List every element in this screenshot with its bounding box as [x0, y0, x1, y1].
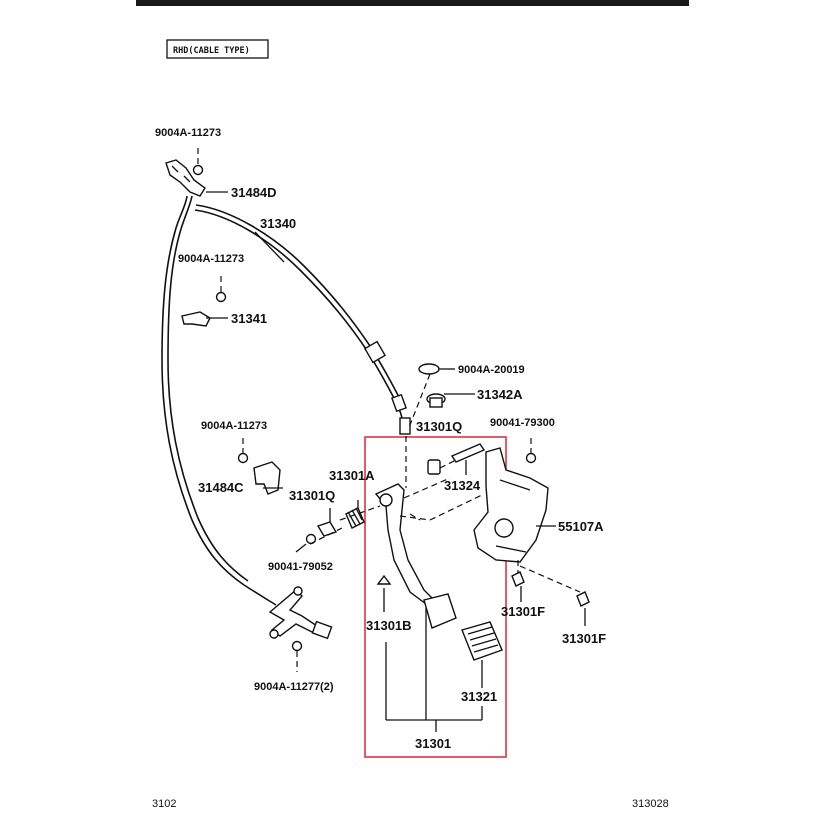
header-tag-text: RHD(CABLE TYPE) — [173, 46, 250, 56]
callout-31342a: 31342A — [477, 387, 523, 402]
footer-right-code: 313028 — [632, 798, 669, 810]
footer-left-code: 3102 — [152, 798, 176, 810]
callout-31341: 31341 — [231, 311, 267, 326]
callout-90041-79300: 90041-79300 — [490, 417, 555, 429]
callout-9004a-11273-left: 9004A-11273 — [201, 420, 267, 432]
bolt-icon — [291, 640, 303, 672]
callout-9004a-20019: 9004A-20019 — [458, 364, 525, 376]
callout-31301q-left: 31301Q — [289, 488, 335, 503]
nut-icon — [525, 438, 537, 464]
callout-90041-79052: 90041-79052 — [268, 561, 333, 573]
callout-31340: 31340 — [260, 216, 296, 231]
bolt-icon — [215, 276, 227, 303]
top-bar — [136, 0, 689, 6]
clutch-pedal — [316, 443, 503, 661]
callout-31301f-a: 31301F — [501, 604, 545, 619]
pedal-bracket-55107a — [473, 447, 549, 563]
callout-31301a: 31301A — [329, 468, 375, 483]
callout-9004a-11273-mid: 9004A-11273 — [178, 253, 244, 265]
callout-31324: 31324 — [444, 478, 481, 493]
callout-55107a: 55107A — [558, 519, 604, 534]
callout-31301f-b: 31301F — [562, 631, 606, 646]
bolt-icon — [237, 438, 249, 464]
callout-31321: 31321 — [461, 689, 497, 704]
bolt-icon — [192, 148, 204, 176]
callout-31301: 31301 — [415, 736, 451, 751]
callout-31301q-top: 31301Q — [416, 419, 462, 434]
callout-31301b: 31301B — [366, 618, 412, 633]
header-tag: RHD(CABLE TYPE) — [166, 39, 269, 59]
pedal-assembly-highlight — [364, 436, 507, 758]
assembly-lines — [309, 436, 485, 545]
part-callouts: 9004A-11273 31484D 31340 9004A-11273 313… — [155, 127, 606, 751]
bolts-31301f — [511, 560, 590, 607]
callout-31484c: 31484C — [198, 480, 244, 495]
clutch-cable — [161, 159, 411, 640]
callout-9004a-11277: 9004A-11277(2) — [254, 681, 334, 693]
bracket-31484c — [253, 461, 281, 495]
callout-31484d: 31484D — [231, 185, 277, 200]
leader-lines — [206, 191, 586, 732]
callout-9004a-11273-top: 9004A-11273 — [155, 127, 221, 139]
bolt-icons — [192, 148, 537, 672]
